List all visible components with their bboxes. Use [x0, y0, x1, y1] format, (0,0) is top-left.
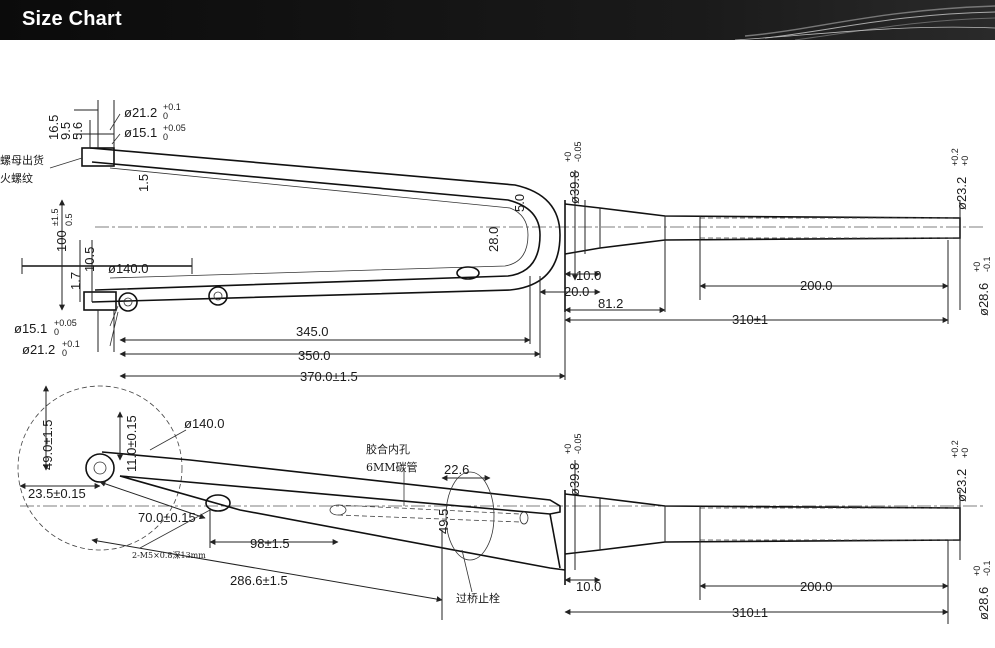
dim-200-side: 200.0 [800, 579, 833, 594]
dim-100: 100 [54, 230, 69, 252]
dim-tol-sub: 0 [163, 132, 168, 142]
dim-tol-sup: +0.2 [950, 148, 960, 166]
dim-1-5: 1.5 [136, 174, 151, 192]
dim-tol-sub: 0 [62, 348, 67, 358]
dim-49: 49.0±1.5 [40, 419, 55, 470]
dim-tol-sub: 0 [54, 327, 59, 337]
brake-mount-hole-1 [118, 292, 138, 312]
dim-11: 11.0±0.15 [124, 415, 139, 472]
dim-tol-sup: +0.2 [950, 440, 960, 458]
dim-tol-sub: +0 [960, 448, 970, 458]
fork-blade-inner-wall [109, 167, 529, 279]
dim-dia-140-side: ø140.0 [184, 416, 224, 431]
brake-mount-side [205, 494, 231, 512]
dim-dia-23-2-top: ø23.2 [954, 177, 969, 210]
bridge-bolt-ellipse [445, 471, 495, 561]
header-swoosh-decoration [735, 5, 995, 40]
dim-28: 28.0 [486, 227, 501, 252]
dim-286-6: 286.6±1.5 [230, 573, 288, 588]
dim-tol-sub: -0.05 [573, 141, 583, 162]
dim-dia-23-2-side: ø23.2 [954, 469, 969, 502]
fork-blade-inner [91, 161, 541, 291]
fork-blade-outline [89, 147, 561, 303]
glue-hole [329, 504, 347, 516]
dim-dia-140-top: ø140.0 [108, 261, 148, 276]
note-bridge-stop-bolt: 过桥止栓 [456, 591, 500, 605]
dim-tol-sup: +0 [972, 566, 982, 576]
dim-49-5: 49.5 [436, 509, 451, 534]
top-view: ø21.2 +0.1 0 ø15.1 +0.05 0 16.5 9.5 5.6 … [0, 100, 992, 384]
dim-370: 370.0±1.5 [300, 369, 358, 384]
dim-5: 5.0 [512, 194, 527, 212]
dim-20: 20.0 [564, 284, 589, 299]
dim-23-5: 23.5±0.15 [28, 486, 86, 501]
dim-tol-sup: +0 [563, 152, 573, 162]
dim-10-top: 10.0 [576, 268, 601, 283]
page-title: Size Chart [22, 8, 122, 30]
dim-9-5: 9.5 [58, 122, 73, 140]
dim-tol-sub: 0 [163, 111, 168, 121]
fork-technical-drawing: ø21.2 +0.1 0 ø15.1 +0.05 0 16.5 9.5 5.6 … [0, 100, 992, 624]
dim-tol-sup: +0.05 [54, 318, 77, 328]
dim-dia-15-1-bot: ø15.1 [14, 321, 47, 336]
dim-tol-sub: -0.1 [982, 256, 992, 272]
dim-tol-sup: ±1.5 [50, 209, 60, 226]
note-thread-spec: 2-M5×0.8深13mm [132, 551, 206, 560]
steerer-tube [564, 203, 961, 255]
dim-345: 345.0 [296, 324, 329, 339]
dim-tol-sup: +0 [972, 262, 982, 272]
brake-mount-hole-2 [208, 286, 228, 306]
dim-81-2: 81.2 [598, 296, 623, 311]
dim-tol-sub: -0.05 [573, 433, 583, 454]
dropout-eye [85, 453, 115, 483]
dim-tol-sup: +0.05 [163, 123, 186, 133]
dim-tol-sup: +0.1 [62, 339, 80, 349]
dim-dia-28-6-side: ø28.6 [976, 587, 991, 620]
dim-70: 70.0±0.15 [138, 510, 196, 525]
dim-16-5: 16.5 [46, 115, 61, 140]
header-bar: Size Chart [0, 0, 995, 40]
side-view: ø140.0 49.0±1.5 11.0±0.15 23.5±0.15 70.0… [17, 385, 992, 624]
dim-dia-21-2-bot: ø21.2 [22, 342, 55, 357]
dim-1-7: 1.7 [68, 272, 83, 290]
dim-dia-39-8-top: ø39.8 [567, 171, 582, 204]
blade-side-end [549, 513, 561, 569]
dim-10-5: 10.5 [82, 247, 97, 272]
note-nut-thread-1: 螺母出货 [0, 153, 44, 167]
dim-tol-sup: +0 [563, 444, 573, 454]
dim-10-side: 10.0 [576, 579, 601, 594]
bridge-hole [456, 266, 480, 280]
steerer-tube-side [564, 493, 961, 555]
dim-dia-21-2-top: ø21.2 [124, 105, 157, 120]
dim-350: 350.0 [298, 348, 331, 363]
note-glue-hole-1: 胶合内孔 [366, 442, 410, 456]
note-glue-hole-2: 6MM碳管 [366, 460, 418, 474]
dropout-bottom [83, 291, 117, 311]
dim-tol-sub: -0.1 [982, 560, 992, 576]
dim-200-top: 200.0 [800, 278, 833, 293]
dim-tol-sup: +0.1 [163, 102, 181, 112]
dim-22-6: 22.6 [444, 462, 469, 477]
dim-5-6: 5.6 [70, 122, 85, 140]
dim-dia-39-8-side: ø39.8 [567, 463, 582, 496]
dim-dia-15-1-top: ø15.1 [124, 125, 157, 140]
dim-tol-sub: +0 [960, 156, 970, 166]
note-nut-thread-2: 火螺纹 [0, 171, 33, 185]
dim-dia-28-6-top: ø28.6 [976, 283, 991, 316]
dim-98: 98±1.5 [250, 536, 290, 551]
dim-310-side: 310±1 [732, 605, 768, 620]
dim-tol-sub: 0.5 [64, 213, 74, 226]
dim-310-top: 310±1 [732, 312, 768, 327]
blade-side-upper [101, 451, 561, 515]
